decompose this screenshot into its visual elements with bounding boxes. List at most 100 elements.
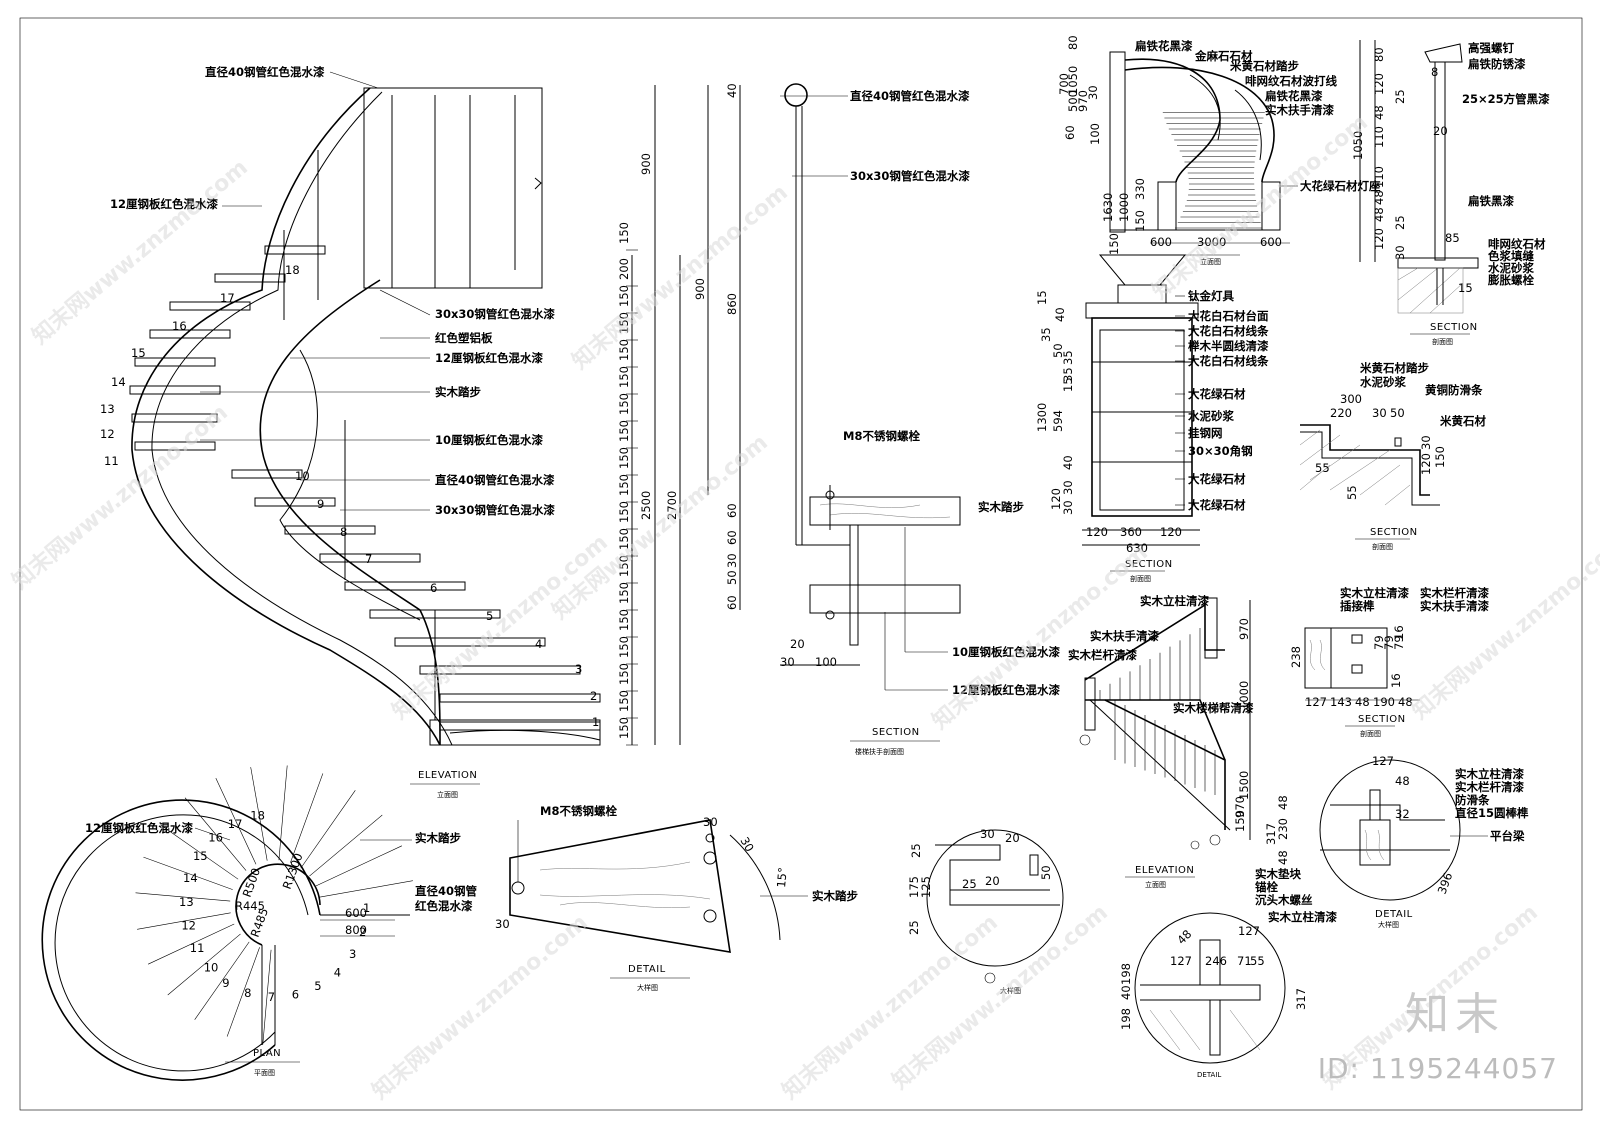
riser-dim-label: 150 [617,339,631,361]
svg-text:55: 55 [1345,485,1359,500]
svg-text:71: 71 [1237,954,1252,968]
td-label-1: 实木踏步 [812,889,858,903]
svg-text:10: 10 [295,469,310,483]
plan-step-line [319,880,413,898]
svg-text:48: 48 [1398,695,1413,709]
svg-text:230: 230 [1276,818,1290,840]
spiral-tread [131,413,218,423]
newel-label: 榉木半圆线清漆 [1188,339,1269,353]
svg-text:实木扶手清漆: 实木扶手清漆 [1090,629,1159,643]
svg-text:50: 50 [1051,343,1065,358]
svg-text:120: 120 [1086,525,1108,539]
spiral-tread [231,469,303,479]
hs-label-4: 10厘钢板红色混水漆 [952,645,1061,659]
elevation-title: ELEVATION [418,770,477,781]
svg-text:1630: 1630 [1101,193,1115,222]
svg-text:150: 150 [1107,233,1121,255]
timber-section-a [1304,627,1420,701]
svg-text:85: 85 [1445,231,1460,245]
svg-text:30: 30 [1419,435,1433,450]
plan-step-number: 1 [363,901,370,915]
svg-text:金麻石石材: 金麻石石材 [1194,49,1253,63]
baluster-label: 高强螺钉 [1468,41,1514,55]
svg-text:1: 1 [592,715,599,729]
svg-text:15: 15 [131,346,146,360]
spiral-tread [129,385,221,395]
svg-text:实木垫块: 实木垫块 [1255,867,1301,881]
label-elev-1: 12厘钢板红色混水漆 [110,197,219,211]
plan-step-line [167,933,241,996]
spiral-treads [129,245,601,731]
svg-text:知末网www.znzmo.com: 知末网www.znzmo.com [1407,529,1600,724]
svg-text:40: 40 [1061,455,1075,470]
svg-text:100: 100 [1088,123,1102,145]
tread-block [809,496,961,526]
svg-text:立面图: 立面图 [1145,880,1166,889]
svg-text:600: 600 [1150,235,1172,249]
spiral-tread [284,525,376,535]
svg-text:剖面图: 剖面图 [1372,542,1393,551]
svg-text:30: 30 [725,553,739,568]
svg-text:120: 120 [1049,488,1063,510]
newel-label: 大花白石材线条 [1188,354,1269,368]
baluster-label: 啡网纹石材 [1488,237,1546,251]
riser-dim-label: 150 [617,312,631,334]
handrail-pipe-circle [784,83,808,107]
hs-subtitle: 楼梯扶手剖面图 [855,747,904,756]
svg-text:15°: 15° [774,867,790,889]
plan-step-line [143,856,233,890]
svg-text:4: 4 [535,637,542,651]
svg-text:水泥砂浆: 水泥砂浆 [1360,375,1406,389]
newel-label: 30×30角钢 [1188,444,1253,458]
grand-stair-elevation [1109,51,1281,233]
svg-text:1000: 1000 [1237,681,1251,710]
svg-text:60: 60 [725,595,739,610]
riser-dim-label: 150 [617,447,631,469]
sheet-border [19,17,1583,1111]
svg-text:实木栏杆清漆: 实木栏杆清漆 [1455,780,1524,794]
svg-text:48: 48 [1276,850,1290,865]
plan-step-number: 9 [222,976,229,990]
svg-text:知末网www.znzmo.com: 知末网www.znzmo.com [1147,109,1373,304]
watermark-id: ID: 1195244057 [1317,1052,1558,1085]
svg-text:30: 30 [737,835,756,855]
svg-text:直径15圆棒榫: 直径15圆棒榫 [1455,806,1529,820]
svg-text:8: 8 [1431,65,1438,79]
handrail-curve [279,349,421,621]
svg-text:6: 6 [430,581,437,595]
svg-text:25: 25 [962,877,977,891]
svg-text:150: 150 [1433,446,1447,468]
svg-text:大花绿石材灯座: 大花绿石材灯座 [1300,179,1381,193]
svg-text:600: 600 [345,906,367,920]
svg-text:25: 25 [909,843,923,858]
label-elev-5: 实木踏步 [435,385,481,399]
plan-step-line [226,947,260,1037]
baluster-label: 膨胀螺栓 [1487,273,1534,287]
spiral-tread [344,581,466,591]
svg-text:35: 35 [1061,350,1075,365]
svg-text:40: 40 [725,83,739,98]
svg-text:3: 3 [575,662,582,676]
svg-text:实木楼梯帮清漆: 实木楼梯帮清漆 [1173,701,1254,715]
svg-text:50: 50 [1039,865,1053,880]
label-elev-2: 30x30钢管红色混水漆 [435,307,555,321]
plan-step-line [137,912,231,930]
riser-dim-label: 150 [617,528,631,550]
svg-text:35: 35 [1039,327,1053,342]
plan-step-line [135,892,231,902]
svg-text:知末网www.znzmo.com: 知末网www.znzmo.com [547,429,773,624]
svg-text:60: 60 [725,530,739,545]
riser-dim-label: 150 [617,222,631,244]
plan-step-number: 18 [250,808,265,822]
plan-label-0: 12厘钢板红色混水漆 [85,821,194,835]
svg-text:实木立柱清漆: 实木立柱清漆 [1268,910,1337,924]
svg-text:600: 600 [1260,235,1282,249]
plan-step-line [194,941,250,1020]
svg-text:40: 40 [1119,985,1133,1000]
plan-step-line [250,767,268,861]
baluster-label: 扁铁黑漆 [1468,194,1514,208]
svg-text:500: 500 [1066,90,1080,112]
svg-text:16: 16 [1392,625,1406,640]
newel-label: 大花绿石材 [1188,498,1246,512]
svg-text:30: 30 [703,815,718,829]
